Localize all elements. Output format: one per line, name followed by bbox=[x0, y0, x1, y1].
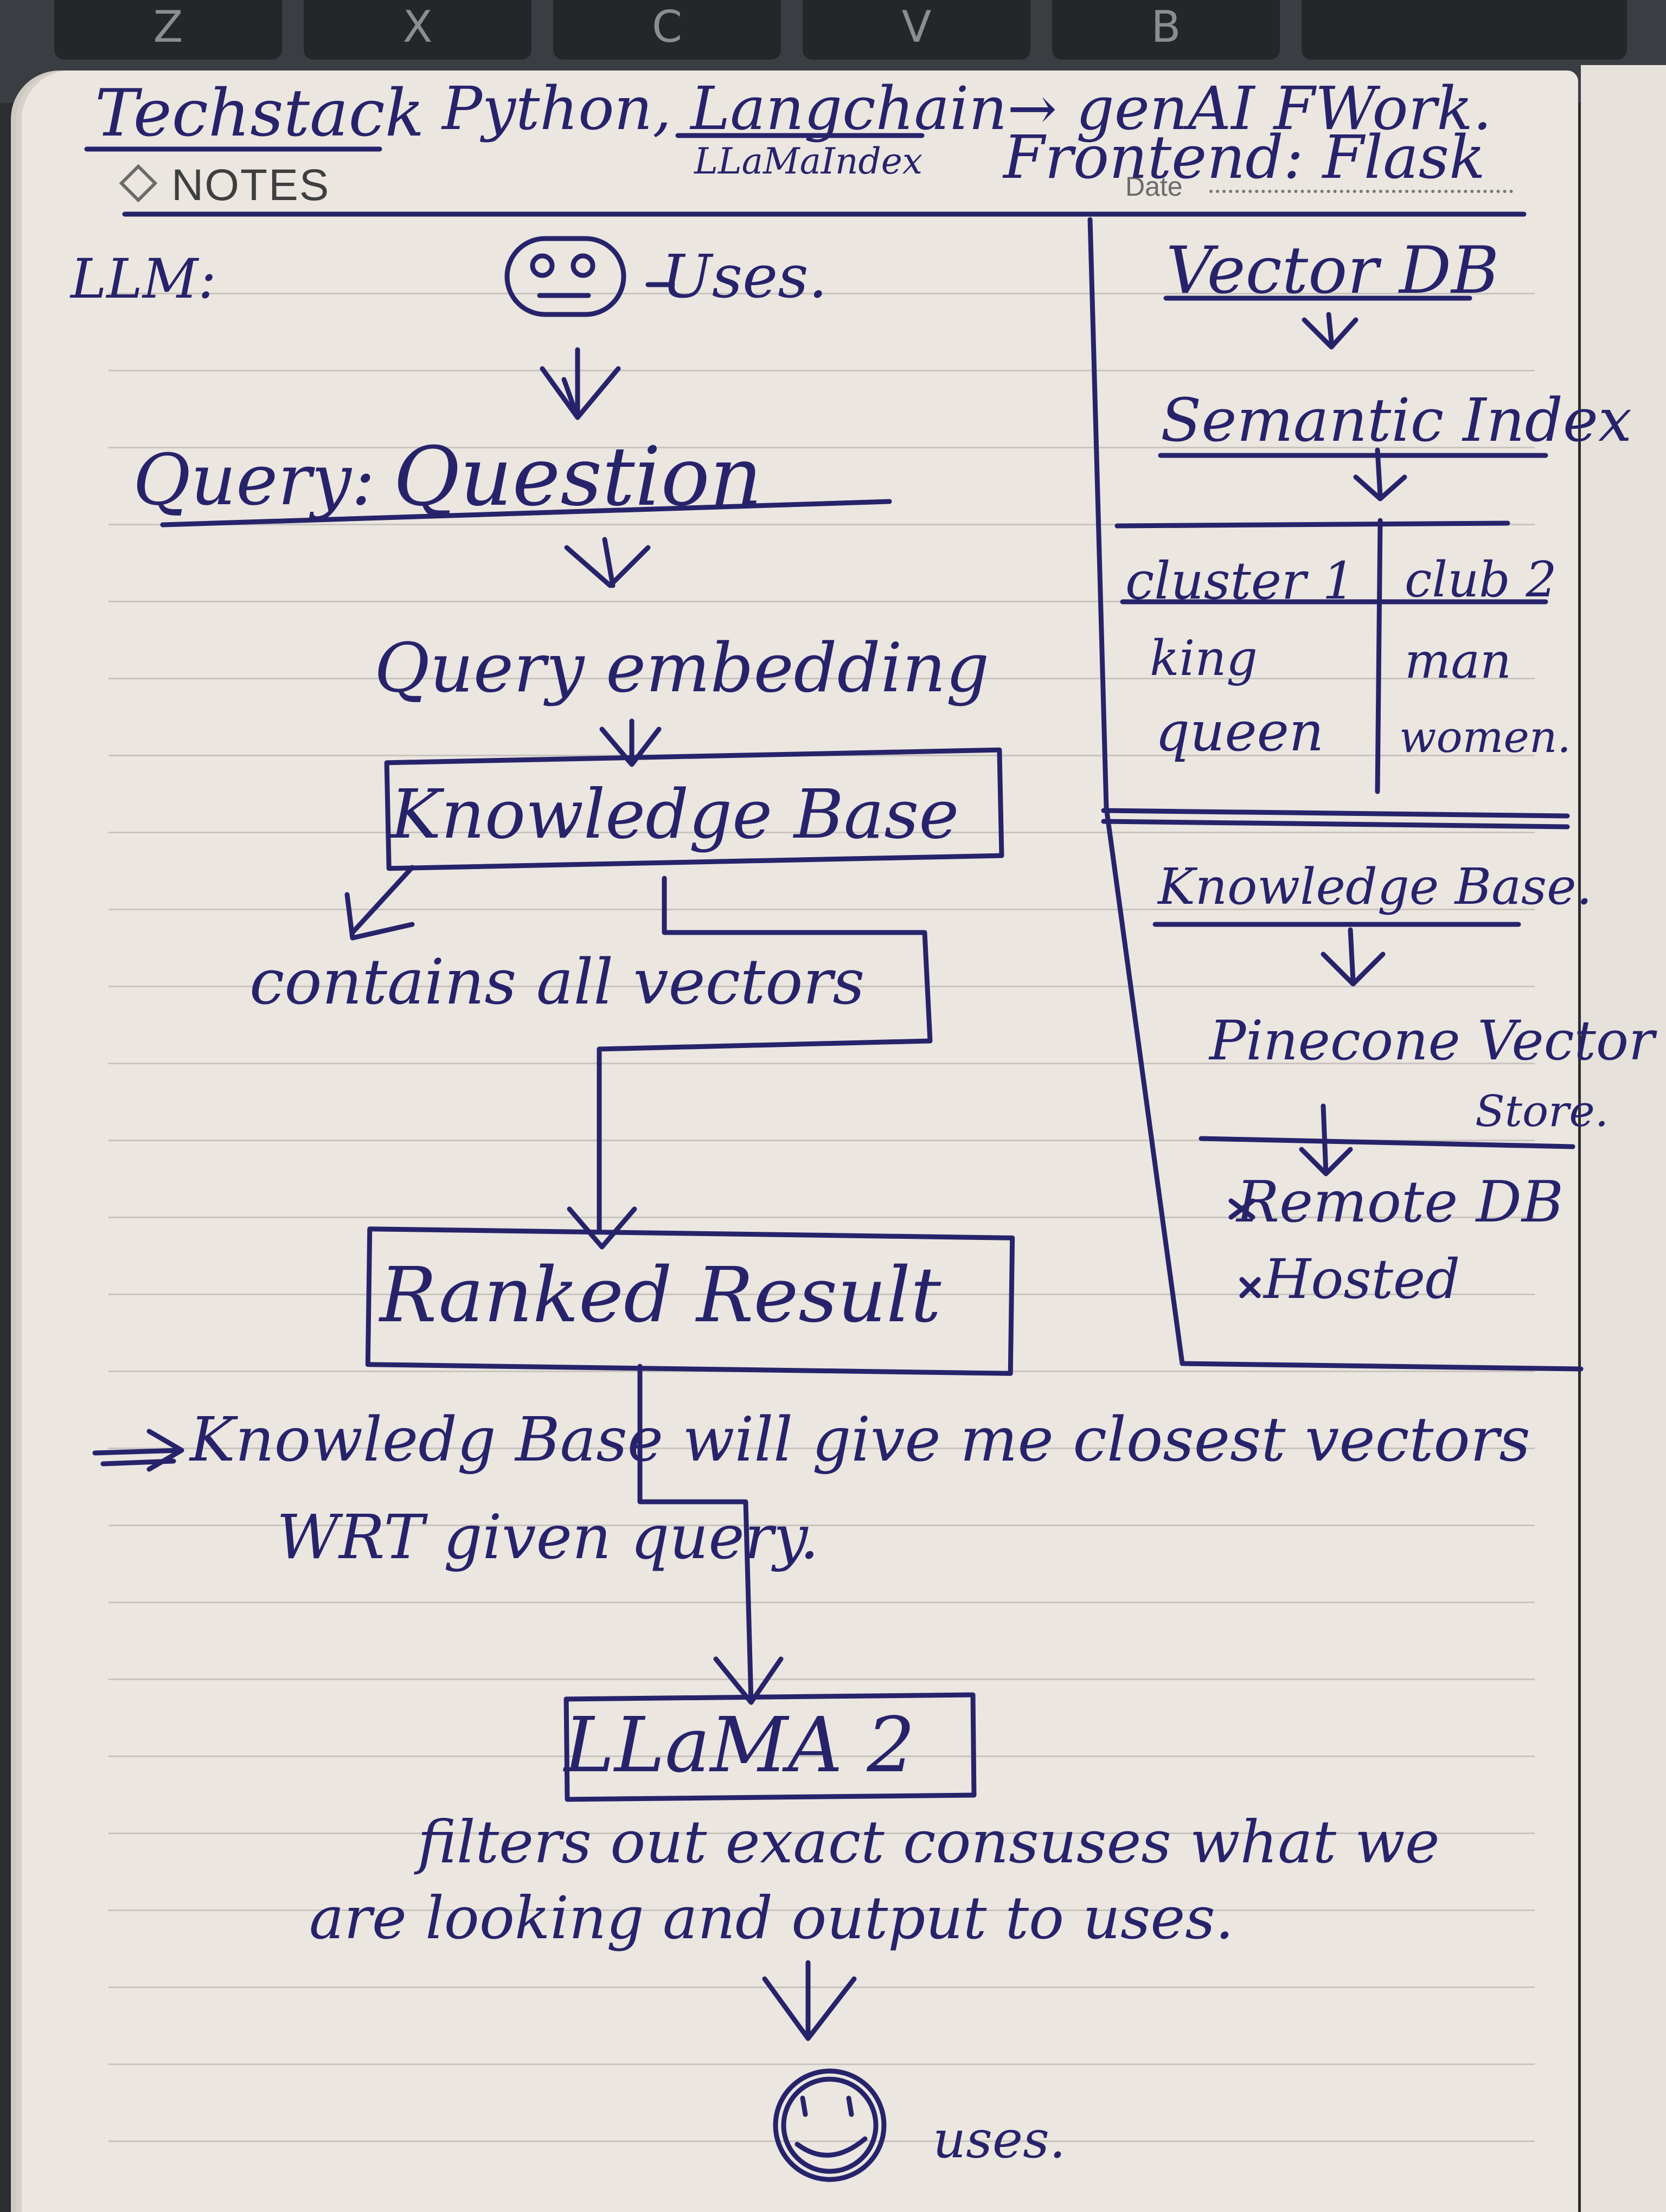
ruled-line bbox=[108, 2063, 1535, 2065]
cluster2-label: club 2 bbox=[1405, 551, 1557, 608]
next-page-edge bbox=[1581, 65, 1666, 2212]
filter-line-1: filters out exact consuses what we bbox=[418, 1809, 1440, 1876]
llama-label: LLaMA 2 bbox=[564, 1701, 915, 1790]
arrow-query-embedding bbox=[564, 537, 651, 588]
user-bottom-label: uses. bbox=[933, 2110, 1066, 2170]
pinecone-underline bbox=[1199, 1136, 1575, 1149]
ruled-line bbox=[108, 1756, 1535, 1757]
contains-vectors: contains all vectors bbox=[249, 946, 865, 1019]
query-label: Query: bbox=[133, 439, 375, 521]
note-arrow-icon bbox=[92, 1429, 184, 1472]
ruled-line bbox=[108, 1909, 1535, 1911]
ranked-result-label: Ranked Result bbox=[380, 1251, 941, 1340]
query-underline bbox=[160, 499, 892, 528]
ruled-line bbox=[108, 1140, 1535, 1141]
ruled-line bbox=[108, 986, 1535, 987]
ruled-line bbox=[108, 1986, 1535, 1988]
kb-side-title: Knowledge Base. bbox=[1158, 858, 1592, 916]
ruled-line bbox=[108, 447, 1535, 448]
techstack-label: Techstack bbox=[95, 76, 425, 151]
key-x: X bbox=[304, 0, 531, 60]
key-n bbox=[1302, 0, 1627, 60]
ruled-line bbox=[108, 601, 1535, 602]
cluster-man: man bbox=[1405, 633, 1511, 690]
note-line-1: Knowledg Base will give me closest vecto… bbox=[190, 1405, 1530, 1475]
arrow-vdb-semantic bbox=[1302, 312, 1359, 350]
filter-line-2: are looking and output to uses. bbox=[309, 1885, 1234, 1952]
notes-header: NOTES bbox=[119, 160, 330, 211]
date-field bbox=[1209, 190, 1513, 193]
right-panel-divider bbox=[1087, 217, 1584, 1372]
arrow-llama-user bbox=[762, 1960, 857, 2041]
ruled-line bbox=[108, 2140, 1535, 2142]
query-embedding: Query embedding bbox=[374, 629, 990, 708]
user-top-label: Uses. bbox=[662, 242, 828, 311]
ruled-line bbox=[108, 1448, 1535, 1449]
key-v: V bbox=[803, 0, 1030, 60]
ruled-line bbox=[108, 678, 1535, 679]
key-z: Z bbox=[54, 0, 282, 60]
ruled-line bbox=[108, 909, 1535, 910]
remote-db: Remote DB bbox=[1236, 1169, 1564, 1235]
cluster-king: king bbox=[1150, 630, 1258, 687]
pinecone-label: Pinecone Vector bbox=[1209, 1009, 1655, 1072]
llama-box bbox=[563, 1692, 977, 1802]
arrow-pinecone-remote bbox=[1299, 1103, 1353, 1176]
semantic-index-title: Semantic Index bbox=[1161, 385, 1632, 455]
key-c: C bbox=[553, 0, 781, 60]
date-label: Date bbox=[1125, 171, 1183, 202]
ruled-line bbox=[108, 370, 1535, 371]
arrow-user-query bbox=[540, 347, 621, 420]
ranked-result-box bbox=[365, 1226, 1015, 1376]
ruled-line bbox=[108, 1525, 1535, 1526]
query-value: Question bbox=[393, 430, 762, 524]
arrow-kb-pinecone bbox=[1321, 927, 1386, 987]
hosted-label: Hosted bbox=[1264, 1248, 1460, 1311]
frontend-note: Frontend: Flask bbox=[1003, 123, 1485, 192]
arrow-semantic-clusters bbox=[1353, 447, 1407, 501]
ruled-line bbox=[108, 1217, 1535, 1218]
right-panel-separator bbox=[1101, 808, 1570, 829]
techstack-items: Python, Langchain→ genAI FWork. bbox=[442, 74, 1492, 143]
bullet-hosted bbox=[1239, 1277, 1261, 1298]
bullet-remote bbox=[1228, 1198, 1255, 1220]
ruled-line bbox=[108, 1294, 1535, 1295]
ruled-line bbox=[108, 1602, 1535, 1603]
ruled-line bbox=[108, 832, 1535, 833]
connector-ranked-llama bbox=[637, 1364, 784, 1705]
ruled-line bbox=[108, 524, 1535, 525]
ruled-line bbox=[108, 1679, 1535, 1680]
cluster-column-divider bbox=[1375, 518, 1383, 794]
cluster1-label: cluster 1 bbox=[1125, 551, 1355, 611]
arrow-kb-contains bbox=[344, 865, 415, 941]
store-label: Store. bbox=[1475, 1086, 1609, 1136]
llm-label: LLM: bbox=[71, 247, 216, 311]
connector-kb-ranked bbox=[567, 876, 933, 1250]
ruled-line bbox=[108, 1832, 1535, 1834]
notes-label: NOTES bbox=[171, 160, 330, 210]
note-line-2: WRT given query. bbox=[277, 1502, 819, 1573]
llamaindex-note: LLaMaIndex bbox=[694, 140, 923, 182]
ruled-line bbox=[108, 1063, 1535, 1064]
key-b: B bbox=[1052, 0, 1280, 60]
smiley-bottom-icon bbox=[773, 2068, 887, 2182]
smiley-top-icon bbox=[504, 236, 626, 317]
ruled-line bbox=[108, 293, 1535, 294]
cluster-women: women. bbox=[1399, 712, 1571, 762]
vector-db-title: Vector DB bbox=[1166, 233, 1500, 308]
knowledge-base-box bbox=[384, 747, 1004, 871]
cluster-queen: queen bbox=[1155, 700, 1324, 763]
knowledge-base-box-label: Knowledge Base bbox=[390, 775, 959, 854]
cluster-table-top bbox=[1114, 520, 1510, 529]
